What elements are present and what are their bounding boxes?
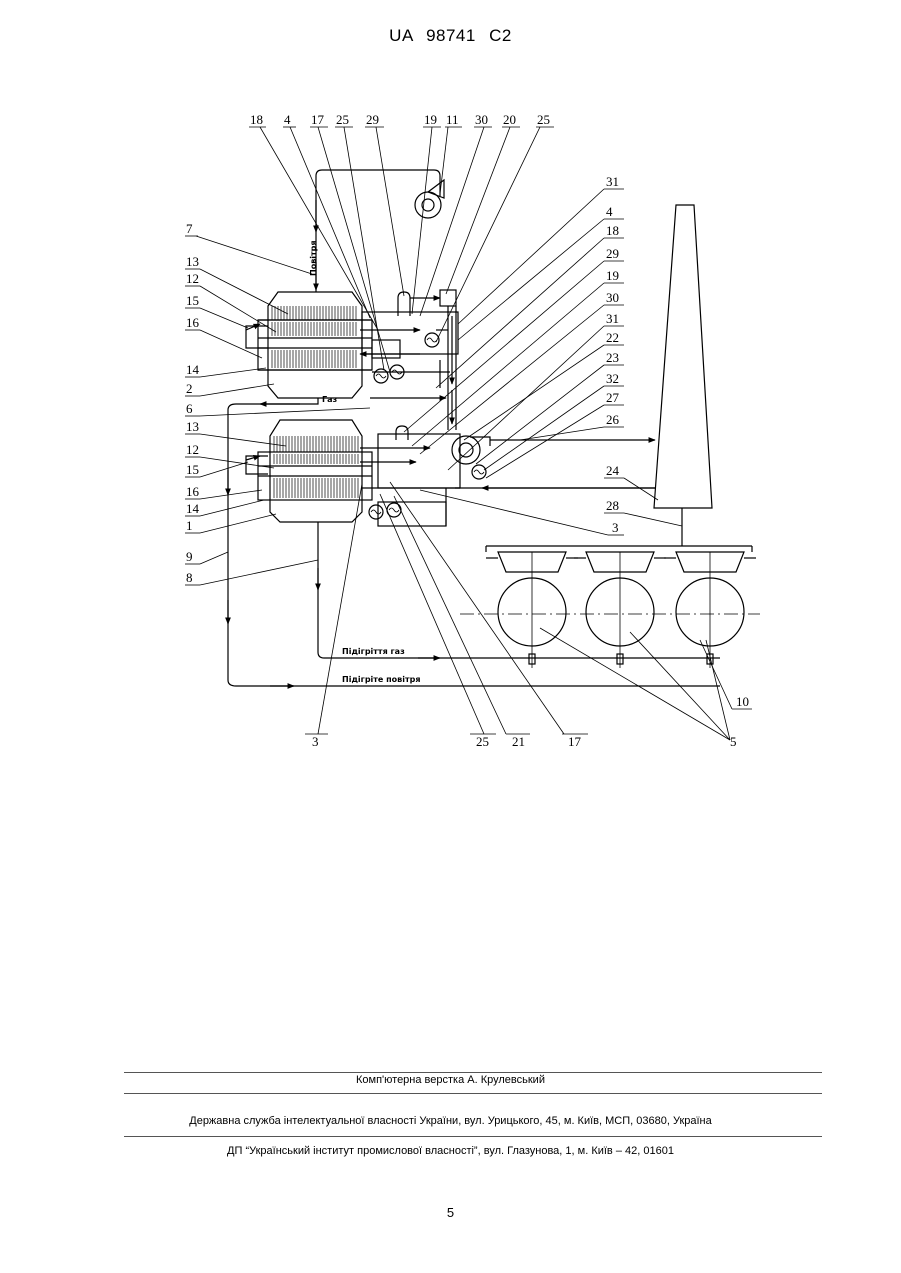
callout-top-19: 19	[424, 112, 437, 127]
gas-lines	[228, 398, 720, 686]
callout-right-19: 19	[606, 268, 619, 283]
callout-right-18: 18	[606, 223, 619, 238]
callout-left-6: 6	[186, 401, 193, 416]
callout-top-11: 11	[446, 112, 459, 127]
callout-top-25a: 25	[336, 112, 349, 127]
furnace-2	[574, 552, 666, 668]
callout-left-13a: 13	[186, 254, 199, 269]
callout-top-18: 18	[250, 112, 263, 127]
callout-right-29: 29	[606, 246, 619, 261]
callout-bottom-3: 3	[312, 734, 319, 749]
page-number: 5	[0, 1205, 901, 1220]
callout-right-31b: 31	[606, 311, 619, 326]
footer-institute: ДП “Український інститут промислової вла…	[0, 1145, 901, 1157]
callout-right-31a: 31	[606, 174, 619, 189]
exhaust-fan-icon	[452, 436, 490, 464]
callout-top-17: 17	[311, 112, 325, 127]
footer-rule-2	[124, 1093, 822, 1094]
callout-left-15b: 15	[186, 462, 199, 477]
footer-typesetter: Комп'ютерна верстка А. Крулевський	[0, 1074, 901, 1086]
flow-label-air: Повітря	[308, 241, 318, 277]
callout-left-9: 9	[186, 549, 193, 564]
callout-right-27: 27	[606, 390, 620, 405]
flow-label-gas: Газ	[322, 395, 337, 404]
callout-top-29: 29	[366, 112, 379, 127]
callout-left-1: 1	[186, 518, 193, 533]
lower-heat-exchanger	[258, 420, 372, 522]
flue-lines	[455, 440, 655, 488]
callout-bottom-25: 25	[476, 734, 489, 749]
footer-agency: Державна служба інтелектуальної власност…	[0, 1115, 901, 1127]
furnace-3	[664, 552, 756, 668]
flow-label-heated-air: Підігріте повітря	[342, 674, 420, 684]
callout-right-24: 24	[606, 463, 620, 478]
footer-rule-3	[124, 1136, 822, 1137]
callout-left-8: 8	[186, 570, 193, 585]
callout-right-10: 10	[736, 694, 749, 709]
callout-left-16a: 16	[186, 315, 200, 330]
callout-left-2: 2	[186, 381, 193, 396]
callout-left-13b: 13	[186, 419, 199, 434]
callout-top-25b: 25	[537, 112, 550, 127]
callout-right-32: 32	[606, 371, 619, 386]
callout-right-23: 23	[606, 350, 619, 365]
callout-left-16b: 16	[186, 484, 200, 499]
callout-left-12b: 12	[186, 442, 199, 457]
air-supply-line	[316, 170, 440, 292]
callout-left-7: 7	[186, 221, 193, 236]
callout-top-30: 30	[475, 112, 488, 127]
furnace-1	[486, 552, 578, 668]
callout-numbers: 18 4 17 25 29 19 11 30 20 25 7 13 12 15 …	[185, 112, 752, 749]
callout-right-5: 5	[730, 734, 737, 749]
callout-left-14a: 14	[186, 362, 200, 377]
callout-bottom-17: 17	[568, 734, 582, 749]
callout-right-30: 30	[606, 290, 619, 305]
flow-label-heated-gas: Підігріття газ	[342, 646, 405, 656]
exchanger-hatching	[272, 306, 358, 498]
furnace-group	[460, 546, 760, 668]
callout-left-14b: 14	[186, 501, 200, 516]
callout-right-4: 4	[606, 204, 613, 219]
callout-top-20: 20	[503, 112, 516, 127]
callout-left-15a: 15	[186, 293, 199, 308]
callout-right-28: 28	[606, 498, 619, 513]
callout-top-4: 4	[284, 112, 291, 127]
callout-right-3: 3	[612, 520, 619, 535]
callout-bottom-21: 21	[512, 734, 525, 749]
chimney	[654, 205, 712, 546]
callout-right-22: 22	[606, 330, 619, 345]
callout-left-12a: 12	[186, 271, 199, 286]
callout-right-26: 26	[606, 412, 620, 427]
footer-rule-1	[124, 1072, 822, 1073]
